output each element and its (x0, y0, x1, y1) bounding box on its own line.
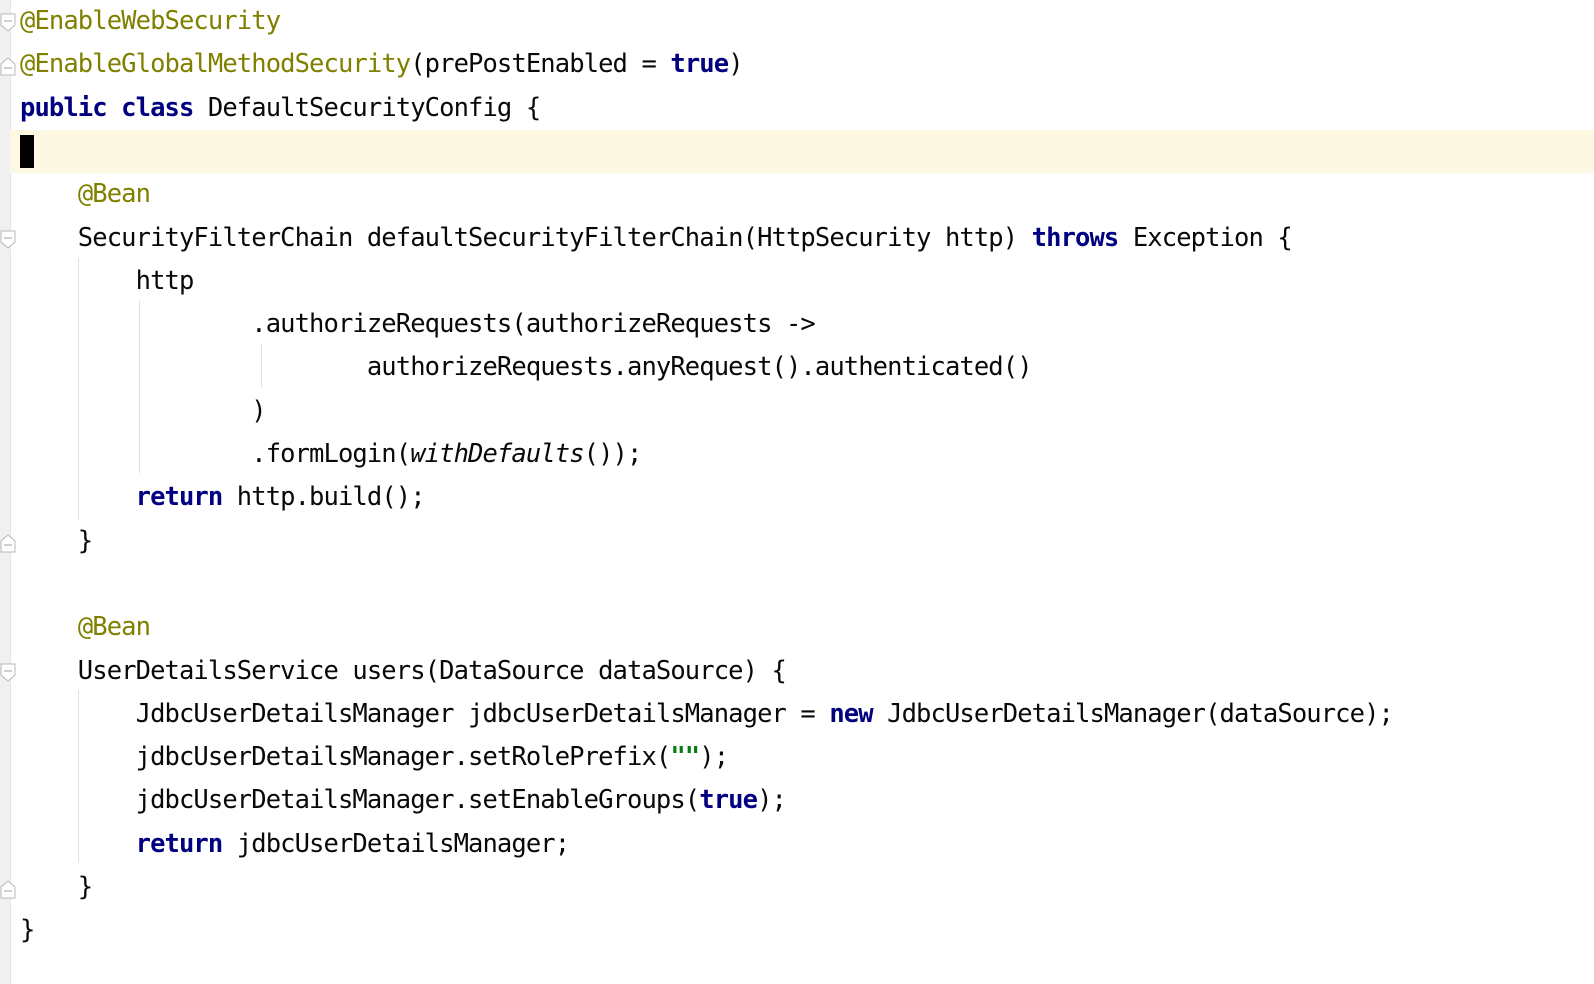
text-caret (20, 135, 34, 169)
code-token: ()); (583, 439, 643, 469)
code-token: Exception { (1118, 222, 1293, 253)
code-line[interactable]: ) (20, 390, 266, 433)
current-line-highlight (10, 129, 1594, 173)
code-line[interactable]: jdbcUserDetailsManager.setRolePrefix("")… (20, 736, 729, 779)
code-line[interactable]: authorizeRequests.anyRequest().authentic… (20, 346, 1033, 389)
code-token: http (20, 265, 195, 296)
code-token: jdbcUserDetailsManager.setEnableGroups( (20, 785, 701, 816)
code-line[interactable]: @EnableGlobalMethodSecurity(prePostEnabl… (20, 43, 744, 86)
code-line[interactable]: @Bean (20, 173, 151, 216)
code-token: .authorizeRequests(authorizeRequests -> (20, 309, 816, 340)
code-token: @EnableGlobalMethodSecurity (20, 49, 411, 80)
code-token: @EnableWebSecurity (20, 6, 281, 36)
code-token: class (121, 92, 194, 123)
fold-end-icon[interactable] (0, 533, 16, 553)
fold-gutter (0, 0, 11, 984)
code-token: jdbcUserDetailsManager; (222, 828, 570, 859)
code-line[interactable]: return http.build(); (20, 476, 426, 519)
code-token: (prePostEnabled = (410, 49, 671, 80)
fold-collapse-icon[interactable] (0, 230, 16, 250)
code-token: withDefaults (410, 439, 584, 469)
code-line[interactable]: } (20, 909, 35, 952)
code-line[interactable]: @Bean (20, 606, 151, 649)
code-token: } (20, 915, 35, 946)
code-line[interactable]: } (20, 866, 93, 909)
fold-collapse-icon[interactable] (0, 13, 16, 33)
code-token: JdbcUserDetailsManager(dataSource); (872, 698, 1394, 729)
code-line[interactable]: } (20, 520, 93, 563)
code-line[interactable] (20, 130, 34, 173)
code-line[interactable]: jdbcUserDetailsManager.setEnableGroups(t… (20, 779, 787, 822)
code-token: @Bean (77, 612, 151, 643)
indent-guide (78, 258, 79, 520)
indent-guide (139, 301, 140, 473)
indent-guide (78, 690, 79, 863)
code-line[interactable]: http (20, 260, 195, 303)
code-token: ) (728, 49, 743, 80)
code-token: ); (757, 785, 787, 816)
code-token: SecurityFilterChain defaultSecurityFilte… (20, 222, 1032, 253)
code-token: ); (699, 742, 729, 773)
code-token: UserDetailsService users(DataSource data… (20, 655, 787, 686)
code-line[interactable]: .formLogin(withDefaults()); (20, 433, 643, 476)
code-token (107, 93, 121, 123)
fold-end-icon[interactable] (0, 879, 16, 899)
code-token: new (829, 698, 873, 729)
fold-collapse-icon[interactable] (0, 663, 16, 683)
code-token: } (20, 525, 93, 556)
code-token: @Bean (77, 179, 151, 210)
code-token: true (670, 49, 729, 80)
code-line[interactable]: return jdbcUserDetailsManager; (20, 823, 570, 866)
code-line[interactable]: UserDetailsService users(DataSource data… (20, 650, 787, 693)
code-token: public (20, 92, 108, 123)
fold-end-icon[interactable] (0, 56, 16, 76)
code-line[interactable]: .authorizeRequests(authorizeRequests -> (20, 303, 816, 346)
code-token: .formLogin( (20, 439, 411, 469)
code-line[interactable]: JdbcUserDetailsManager jdbcUserDetailsMa… (20, 693, 1394, 736)
code-token (20, 612, 78, 642)
code-token: return (135, 482, 224, 513)
code-token: return (135, 828, 224, 859)
code-token: true (699, 785, 758, 816)
code-token: JdbcUserDetailsManager jdbcUserDetailsMa… (20, 698, 830, 729)
code-token: DefaultSecurityConfig { (193, 92, 541, 123)
code-token: } (20, 872, 93, 902)
code-line[interactable]: public class DefaultSecurityConfig { (20, 87, 541, 130)
code-line[interactable]: @EnableWebSecurity (20, 0, 281, 43)
code-token: jdbcUserDetailsManager.setRolePrefix( (20, 742, 672, 773)
code-token: http.build(); (222, 482, 426, 513)
code-token: "" (670, 742, 700, 773)
code-token (20, 179, 78, 209)
code-token: ) (20, 395, 266, 426)
code-token: throws (1031, 222, 1120, 253)
indent-guide (261, 344, 262, 387)
code-line[interactable]: SecurityFilterChain defaultSecurityFilte… (20, 217, 1293, 260)
code-token: authorizeRequests.anyRequest().authentic… (20, 352, 1033, 383)
